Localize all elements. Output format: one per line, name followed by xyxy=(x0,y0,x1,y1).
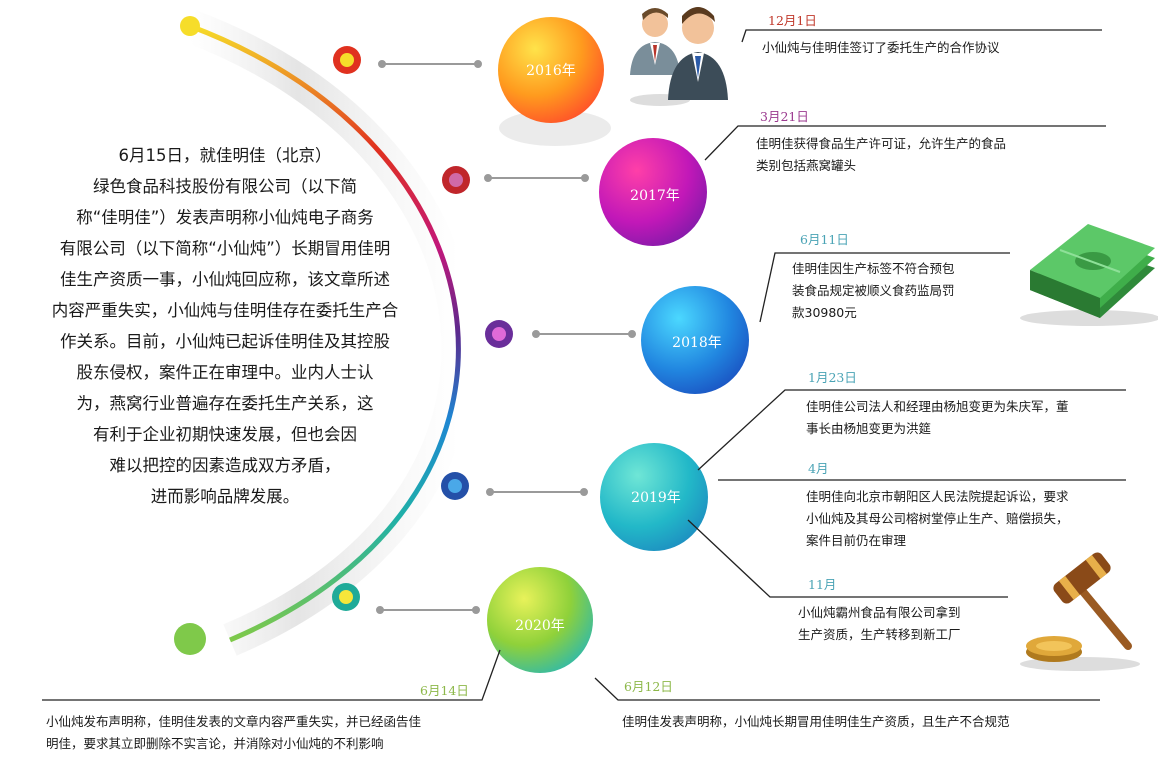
event-text-2019-nov: 小仙炖霸州食品有限公司拿到 生产资质，生产转移到新工厂 xyxy=(798,602,961,646)
event-date-2018: 6月11日 xyxy=(800,232,849,247)
intro-line: 有限公司（以下简称“小仙炖”）长期冒用佳明 xyxy=(59,239,391,258)
year-circle-2019: 2019年 xyxy=(600,443,708,551)
intro-line: 佳生产资质一事，小仙炖回应称，该文章所述 xyxy=(60,270,390,289)
event-date-2020-jun12: 6月12日 xyxy=(624,679,673,694)
event-date-2019-nov: 11月 xyxy=(808,577,837,592)
business-people-icon xyxy=(630,7,728,106)
year-label-2018: 2018年 xyxy=(672,335,722,351)
event-date-2016: 12月1日 xyxy=(768,13,817,28)
event-line: 事长由杨旭变更为洪筵 xyxy=(806,421,932,436)
event-line: 小仙炖发布声明称，佳明佳发表的文章内容严重失实，并已经函告佳 xyxy=(46,714,422,729)
intro-line: 有利于企业初期快速发展，但也会因 xyxy=(93,425,357,444)
event-line: 装食品规定被顺义食药监局罚 xyxy=(792,283,955,298)
intro-line: 为，燕窝行业普遍存在委托生产关系，这 xyxy=(76,394,374,413)
year-label-2019: 2019年 xyxy=(631,490,681,506)
intro-line: 称“佳明佳”）发表声明称小仙炖电子商务 xyxy=(76,208,374,227)
event-line: 生产资质，生产转移到新工厂 xyxy=(798,627,961,642)
event-text-2018: 佳明佳因生产标签不符合预包 装食品规定被顺义食药监局罚 款30980元 xyxy=(792,258,955,324)
node-2019 xyxy=(441,472,469,500)
event-date-2019-jan: 1月23日 xyxy=(808,370,857,385)
money-stack-icon xyxy=(1020,224,1158,326)
event-line: 佳明佳向北京市朝阳区人民法院提起诉讼，要求 xyxy=(806,489,1069,504)
year-circle-2020: 2020年 xyxy=(487,567,593,673)
event-line: 佳明佳获得食品生产许可证，允许生产的食品 xyxy=(756,136,1007,151)
intro-line: 难以把控的因素造成双方矛盾， xyxy=(109,456,341,475)
node-2017 xyxy=(442,166,470,194)
event-date-2019-apr: 4月 xyxy=(808,461,829,476)
event-line: 小仙炖霸州食品有限公司拿到 xyxy=(798,605,961,620)
event-callout-lines xyxy=(42,29,1126,701)
year-label-2016: 2016年 xyxy=(526,63,576,79)
year-connectors xyxy=(376,60,636,614)
gavel-icon xyxy=(1020,552,1140,671)
event-text-2020-jun12: 佳明佳发表声明称，小仙炖长期冒用佳明佳生产资质，且生产不合规范 xyxy=(622,711,1010,733)
year-circle-2018: 2018年 xyxy=(641,286,749,394)
event-text-2019-jan: 佳明佳公司法人和经理由杨旭变更为朱庆军，董 事长由杨旭变更为洪筵 xyxy=(806,396,1069,440)
node-2020 xyxy=(332,583,360,611)
arc-end-dot xyxy=(174,623,206,655)
event-date-2020-jun14: 6月14日 xyxy=(420,683,469,698)
intro-line: 进而影响品牌发展。 xyxy=(150,487,300,506)
event-date-2017: 3月21日 xyxy=(760,109,809,124)
event-line: 佳明佳因生产标签不符合预包 xyxy=(792,261,955,276)
event-line: 佳明佳公司法人和经理由杨旭变更为朱庆军，董 xyxy=(806,399,1069,414)
year-label-2017: 2017年 xyxy=(630,188,680,204)
year-label-2020: 2020年 xyxy=(515,618,565,634)
node-2016 xyxy=(333,46,361,74)
arc-start-dot xyxy=(180,16,200,36)
intro-line: 内容严重失实，小仙炖与佳明佳存在委托生产合 xyxy=(51,301,399,320)
event-text-2017: 佳明佳获得食品生产许可证，允许生产的食品 类别包括燕窝罐头 xyxy=(756,133,1006,177)
event-line: 款30980元 xyxy=(792,305,857,320)
event-line: 佳明佳发表声明称，小仙炖长期冒用佳明佳生产资质，且生产不合规范 xyxy=(622,714,1010,729)
timeline-arc xyxy=(189,23,461,643)
intro-line: 6月15日，就佳明佳（北京） xyxy=(118,146,332,165)
event-text-2016: 小仙炖与佳明佳签订了委托生产的合作协议 xyxy=(762,37,1000,59)
intro-paragraph: 6月15日，就佳明佳（北京） 绿色食品科技股份有限公司（以下简 称“佳明佳”）发… xyxy=(20,140,430,512)
intro-line: 绿色食品科技股份有限公司（以下简 xyxy=(93,177,357,196)
year-circle-2016: 2016年 xyxy=(498,17,611,146)
event-line: 小仙炖与佳明佳签订了委托生产的合作协议 xyxy=(762,40,1000,55)
event-text-2020-jun14: 小仙炖发布声明称，佳明佳发表的文章内容严重失实，并已经函告佳 明佳，要求其立即删… xyxy=(46,711,421,755)
event-line: 类别包括燕窝罐头 xyxy=(756,158,857,173)
intro-line: 作关系。目前，小仙炖已起诉佳明佳及其控股 xyxy=(60,332,390,351)
event-line: 明佳，要求其立即删除不实言论，并消除对小仙炖的不利影响 xyxy=(46,736,384,751)
event-text-2019-apr: 佳明佳向北京市朝阳区人民法院提起诉讼，要求 小仙炖及其母公司榕树堂停止生产、赔偿… xyxy=(806,486,1069,552)
intro-line: 股东侵权，案件正在审理中。业内人士认 xyxy=(76,363,374,382)
event-line: 小仙炖及其母公司榕树堂停止生产、赔偿损失， xyxy=(806,511,1069,526)
event-line: 案件目前仍在审理 xyxy=(806,533,907,548)
node-2018 xyxy=(485,320,513,348)
year-circle-2017: 2017年 xyxy=(599,138,707,246)
